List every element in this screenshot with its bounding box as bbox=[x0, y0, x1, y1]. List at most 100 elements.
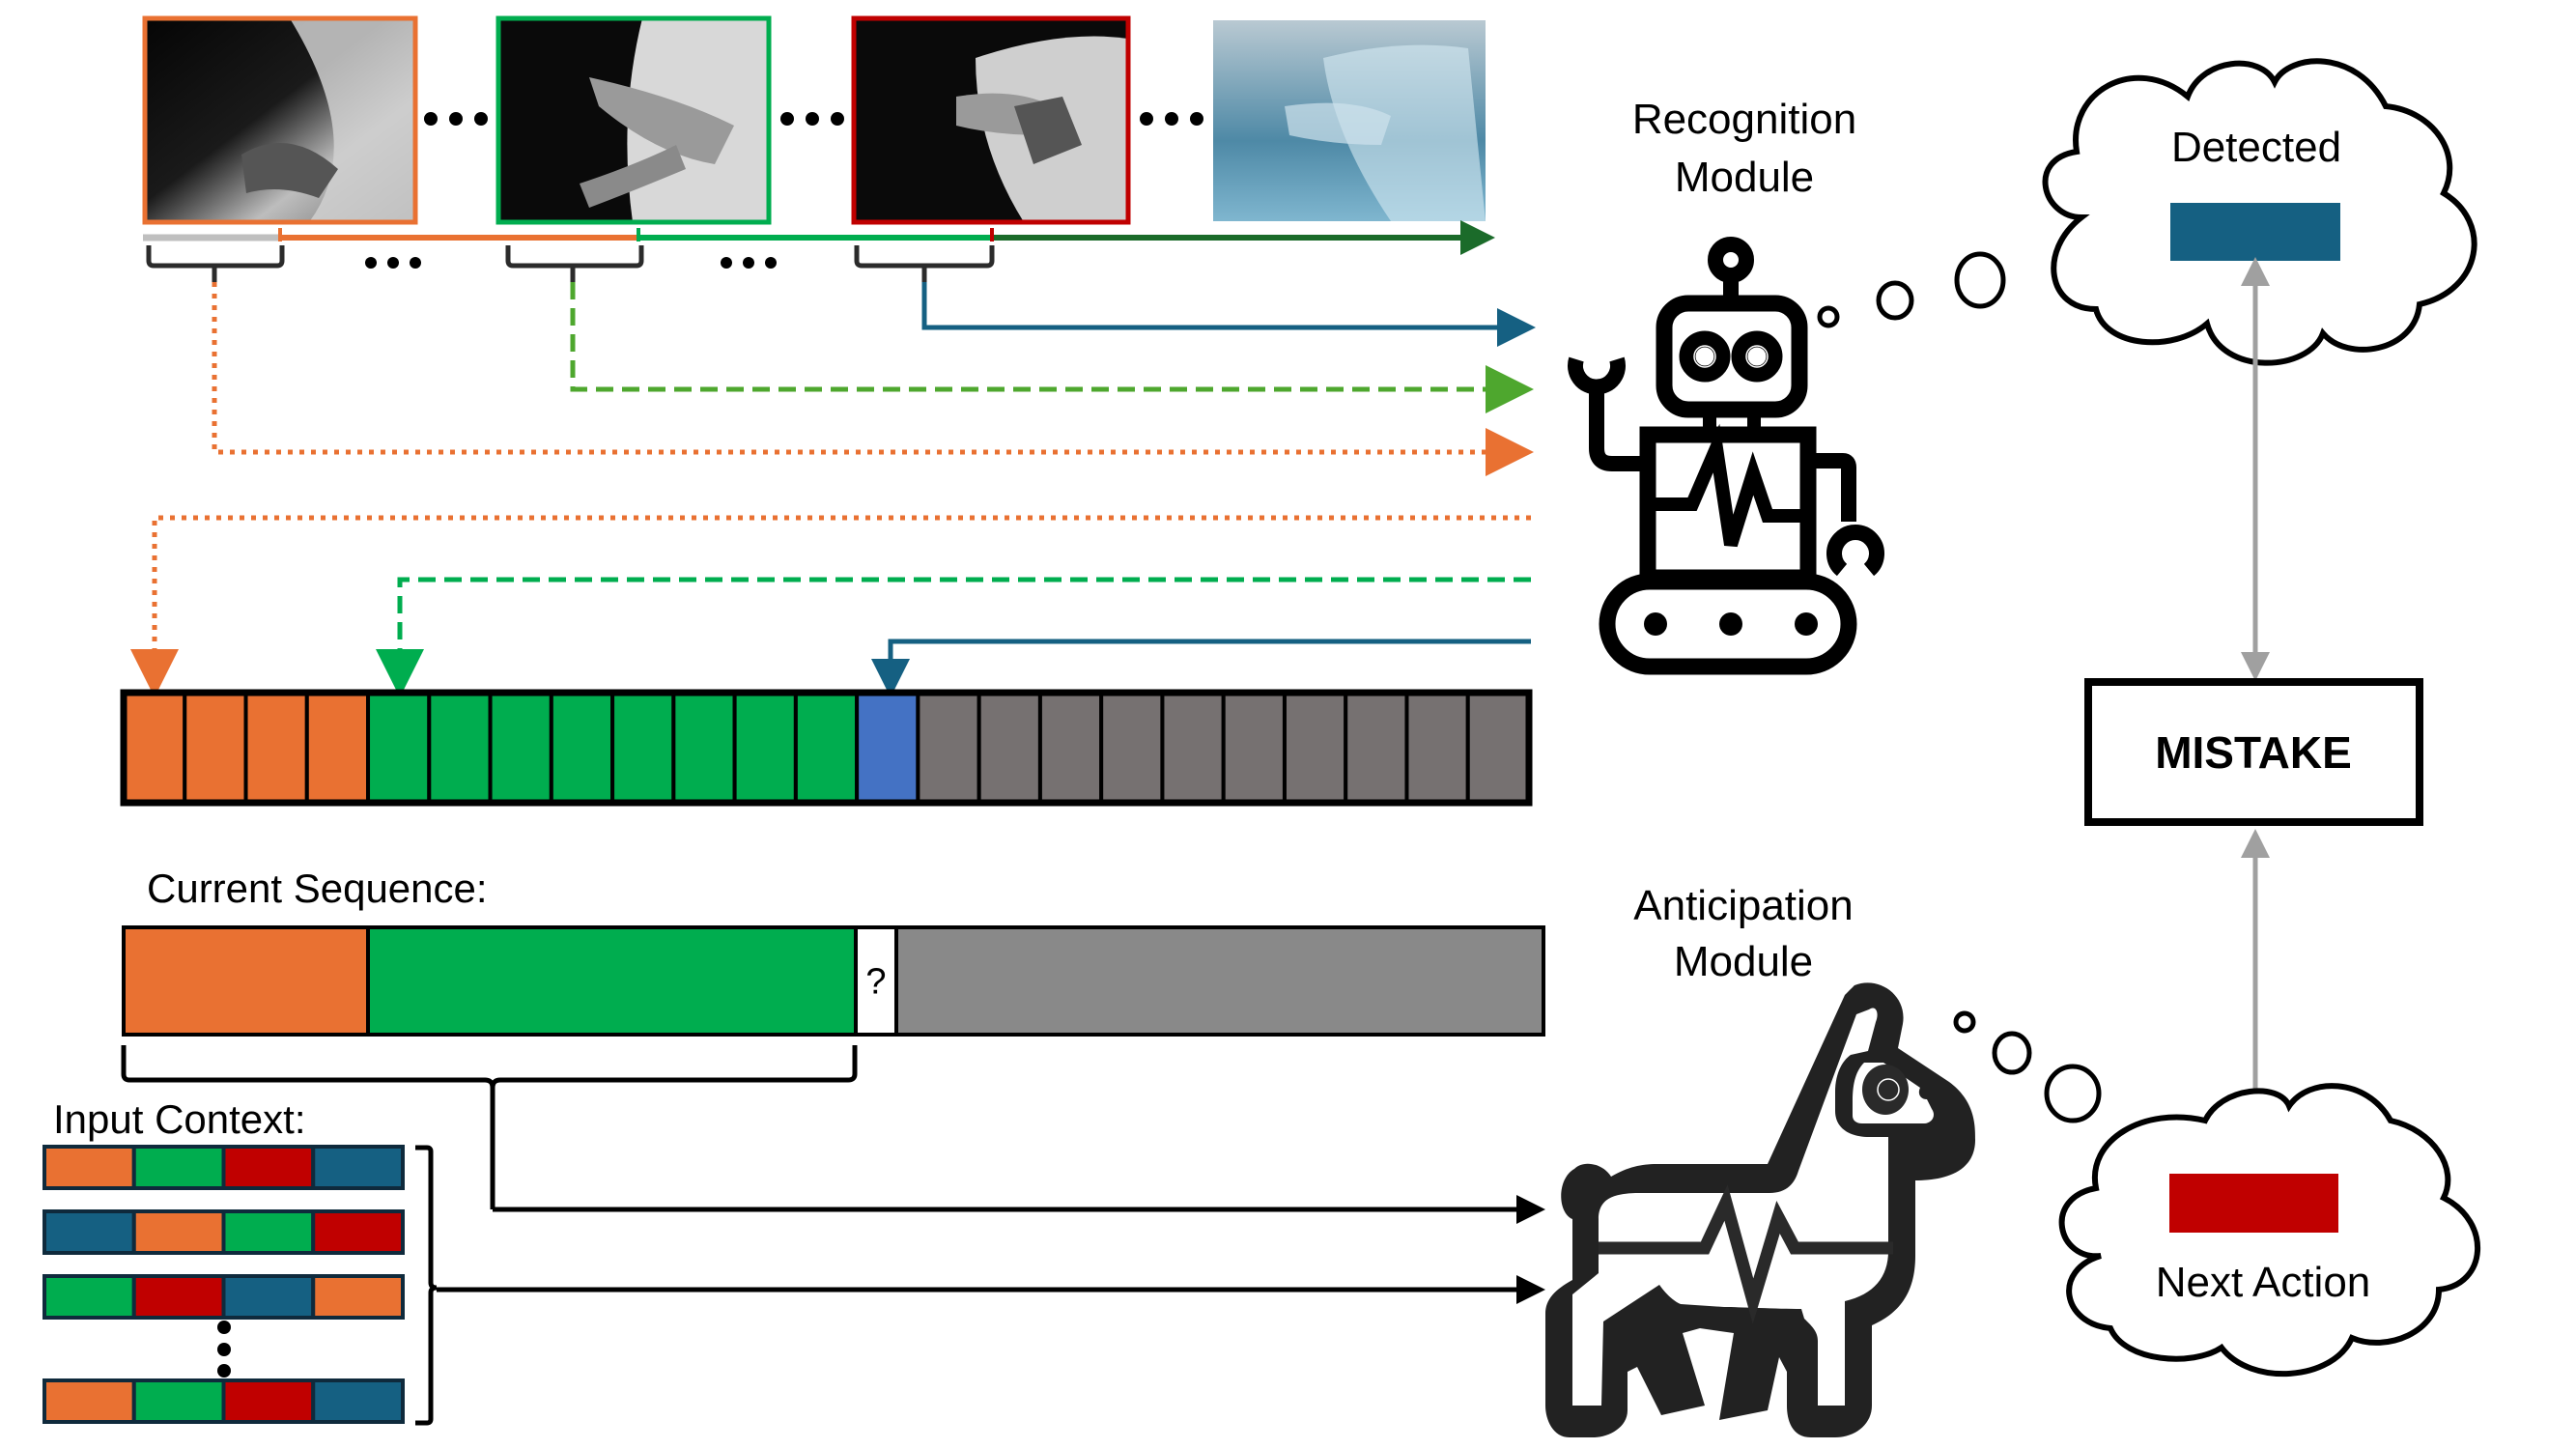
frame-2 bbox=[495, 15, 772, 225]
recognition-input-arrows bbox=[212, 282, 1536, 476]
anticipation-title-line1: Anticipation bbox=[1633, 882, 1853, 929]
context-cell bbox=[311, 1274, 405, 1320]
action-cell bbox=[1037, 691, 1104, 805]
context-cell bbox=[311, 1209, 405, 1255]
frame-ellipsis-1 bbox=[424, 112, 488, 126]
action-cell bbox=[427, 691, 493, 805]
context-row bbox=[42, 1274, 405, 1320]
action-cell bbox=[122, 691, 187, 805]
timeline-ellipsis-1 bbox=[365, 257, 421, 269]
anticipation-thought-bubbles bbox=[1953, 1010, 2102, 1123]
current-sequence-bar: ? bbox=[122, 925, 1545, 1037]
action-cell bbox=[488, 691, 553, 805]
video-frames bbox=[142, 15, 1486, 225]
frame-3-object bbox=[1014, 97, 1082, 164]
action-cell bbox=[916, 691, 981, 805]
context-cell bbox=[42, 1145, 136, 1190]
llama-icon bbox=[1545, 982, 1975, 1437]
frame-4 bbox=[1213, 20, 1486, 222]
action-cells-outline bbox=[120, 689, 1533, 807]
frame-1-table bbox=[290, 18, 415, 222]
sequence-segment bbox=[894, 925, 1545, 1037]
context-row bbox=[42, 1378, 405, 1424]
window-bracket-1 bbox=[146, 245, 285, 269]
mistake-box bbox=[2084, 678, 2423, 826]
input-context-ellipsis bbox=[217, 1321, 231, 1378]
detected-action-block bbox=[2170, 203, 2340, 261]
action-cell bbox=[549, 691, 615, 805]
context-cell bbox=[42, 1209, 136, 1255]
context-cell bbox=[221, 1209, 316, 1255]
context-row bbox=[42, 1145, 405, 1190]
action-cell bbox=[183, 691, 248, 805]
arrow-window-1-to-recognition bbox=[212, 282, 1534, 476]
context-cell bbox=[311, 1378, 405, 1424]
frame-2-border bbox=[495, 15, 772, 225]
unknown-next-action-marker: ? bbox=[865, 962, 886, 1003]
arrow-recognition-to-cell-orange bbox=[130, 515, 1531, 697]
robot-icon bbox=[1568, 237, 1884, 675]
action-cell bbox=[1404, 691, 1470, 805]
context-cell bbox=[131, 1209, 226, 1255]
frame-ellipsis-2 bbox=[780, 112, 844, 126]
recognition-title-line1: Recognition bbox=[1632, 96, 1856, 143]
frame-3-border bbox=[851, 15, 1131, 225]
frame-1 bbox=[142, 15, 418, 225]
action-cell bbox=[1099, 691, 1165, 805]
arrow-recognition-to-cell-blue bbox=[871, 639, 1531, 697]
action-cell bbox=[366, 691, 432, 805]
context-cell bbox=[311, 1145, 405, 1190]
input-context-rows bbox=[42, 1145, 405, 1424]
mistake-label: MISTAKE bbox=[2155, 727, 2352, 778]
current-sequence-bracket bbox=[121, 1045, 858, 1209]
action-cell bbox=[243, 691, 309, 805]
action-cell bbox=[1282, 691, 1348, 805]
frame-3 bbox=[851, 15, 1131, 225]
action-cell bbox=[977, 691, 1042, 805]
context-cell bbox=[221, 1145, 316, 1190]
context-cell bbox=[131, 1378, 226, 1424]
action-cell bbox=[793, 691, 860, 805]
context-cell bbox=[42, 1274, 136, 1320]
context-cell bbox=[42, 1378, 136, 1424]
frame-2-arm-2 bbox=[580, 145, 686, 208]
action-cell bbox=[610, 691, 676, 805]
sequence-segment bbox=[122, 925, 370, 1037]
action-cell bbox=[304, 691, 371, 805]
arrow-window-2-to-recognition bbox=[570, 282, 1534, 413]
timeline bbox=[143, 220, 1495, 282]
timeline-ellipsis-2 bbox=[721, 257, 777, 269]
window-bracket-3 bbox=[854, 245, 995, 269]
input-context-label: Input Context: bbox=[53, 1096, 306, 1142]
action-cell bbox=[1221, 691, 1287, 805]
input-context-bracket bbox=[415, 1145, 438, 1426]
recognition-title-line2: Module bbox=[1675, 154, 1814, 201]
sequence-segment bbox=[366, 925, 858, 1037]
window-bracket-2 bbox=[505, 245, 644, 269]
frame-2-arm bbox=[589, 77, 734, 164]
sequence-segment bbox=[854, 925, 898, 1037]
recognition-output-arrows bbox=[130, 515, 1531, 697]
frame-4-table bbox=[1323, 44, 1486, 222]
action-cell bbox=[855, 691, 920, 805]
action-cell bbox=[1465, 691, 1532, 805]
anticipation-title-line2: Module bbox=[1674, 938, 1813, 985]
action-cell bbox=[1160, 691, 1226, 805]
action-cell bbox=[1344, 691, 1409, 805]
action-cell bbox=[732, 691, 798, 805]
context-cell bbox=[221, 1274, 316, 1320]
context-row bbox=[42, 1209, 405, 1255]
context-cell bbox=[221, 1378, 316, 1424]
frame-ellipsis-3 bbox=[1140, 112, 1203, 126]
recognition-thought-bubbles bbox=[1817, 251, 2006, 328]
detected-label: Detected bbox=[2171, 124, 2341, 171]
context-cell bbox=[131, 1274, 226, 1320]
arrow-window-3-to-recognition bbox=[921, 282, 1536, 347]
frame-1-border bbox=[142, 15, 418, 225]
next-action-block bbox=[2169, 1174, 2338, 1233]
recognized-action-cells bbox=[120, 689, 1533, 807]
current-sequence-label: Current Sequence: bbox=[147, 866, 488, 911]
frame-1-hands bbox=[241, 143, 338, 198]
